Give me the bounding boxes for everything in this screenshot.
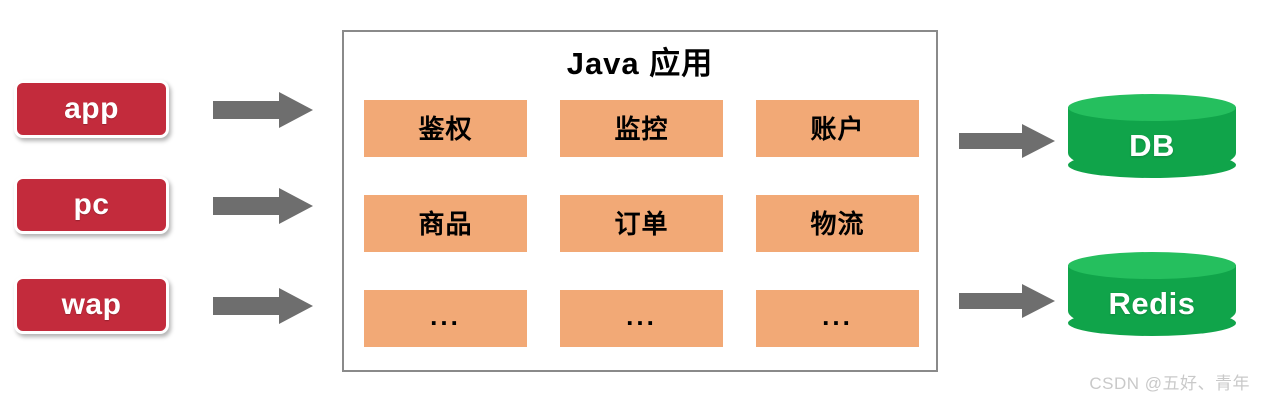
module-label-monitor: 监控 xyxy=(614,113,669,144)
module-box-more-1[interactable]: ... xyxy=(364,290,527,347)
module-label-more-2: ... xyxy=(626,300,657,331)
datastore-node-db[interactable]: DB xyxy=(1068,94,1236,186)
module-label-order: 订单 xyxy=(614,208,669,239)
module-box-order[interactable]: 订单 xyxy=(560,195,723,252)
java-application-container: Java 应用 鉴权 监控 账户 商品 订单 物流 ... xyxy=(342,30,938,372)
client-label-app: app xyxy=(64,92,119,125)
client-node-app[interactable]: app xyxy=(14,80,169,138)
arrow-pc-to-java xyxy=(213,188,313,224)
module-box-more-2[interactable]: ... xyxy=(560,290,723,347)
module-box-product[interactable]: 商品 xyxy=(364,195,527,252)
arrow-java-to-redis xyxy=(959,284,1055,318)
datastore-node-redis[interactable]: Redis xyxy=(1068,252,1236,344)
arrow-app-to-java xyxy=(213,92,313,128)
client-label-pc: pc xyxy=(73,188,110,221)
arrow-java-to-db xyxy=(959,124,1055,158)
module-box-account[interactable]: 账户 xyxy=(756,100,919,157)
module-label-auth: 鉴权 xyxy=(418,113,473,144)
module-label-more-3: ... xyxy=(822,300,853,331)
module-box-logistics[interactable]: 物流 xyxy=(756,195,919,252)
cylinder-top-redis xyxy=(1068,252,1236,279)
cylinder-top-db xyxy=(1068,94,1236,121)
datastore-label-db: DB xyxy=(1129,127,1175,163)
module-grid: 鉴权 监控 账户 商品 订单 物流 ... ... xyxy=(364,100,920,347)
client-node-pc[interactable]: pc xyxy=(14,176,169,234)
watermark-text: CSDN @五好、青年 xyxy=(1089,374,1250,393)
module-label-product: 商品 xyxy=(418,208,473,239)
client-node-wap[interactable]: wap xyxy=(14,276,169,334)
datastore-label-redis: Redis xyxy=(1108,285,1196,321)
arrow-wap-to-java xyxy=(213,288,313,324)
module-label-account: 账户 xyxy=(810,113,865,144)
module-box-monitor[interactable]: 监控 xyxy=(560,100,723,157)
module-box-auth[interactable]: 鉴权 xyxy=(364,100,527,157)
module-label-logistics: 物流 xyxy=(810,208,865,239)
module-label-more-1: ... xyxy=(430,300,461,331)
client-label-wap: wap xyxy=(61,288,122,321)
java-application-title: Java 应用 xyxy=(566,46,714,81)
module-box-more-3[interactable]: ... xyxy=(756,290,919,347)
